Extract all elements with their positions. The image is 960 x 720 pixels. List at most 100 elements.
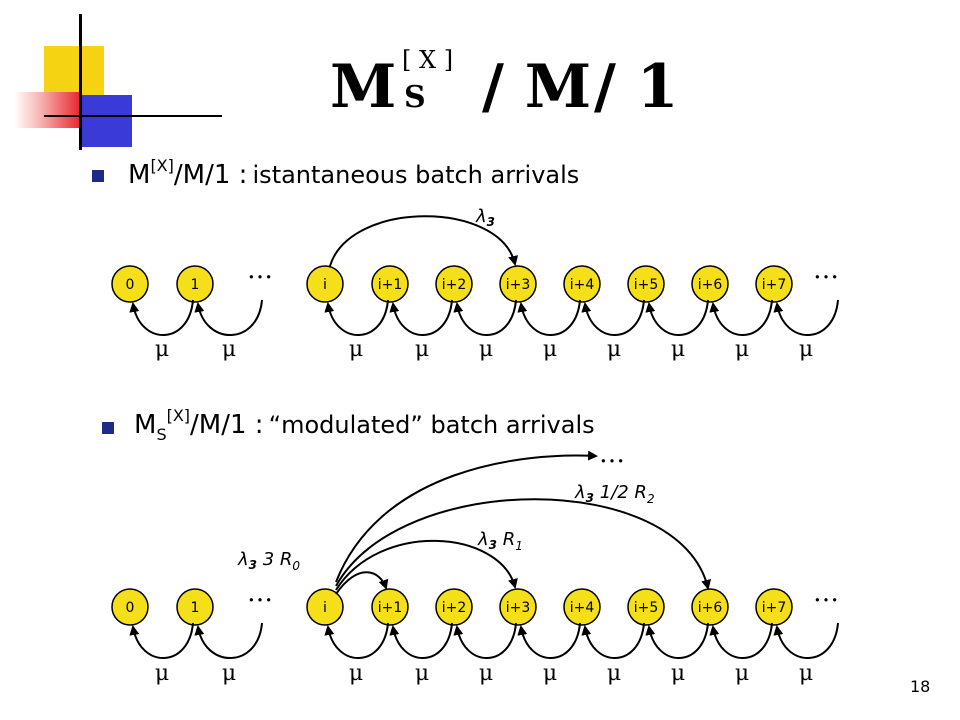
arrival-rate-label-r2: λ3 1/2 R2 [574, 482, 655, 506]
modulated-arrival-arrow [335, 571, 389, 595]
service-rate-mu: μ [671, 661, 685, 686]
state-circle [499, 588, 537, 626]
page-number: 18 [910, 677, 931, 696]
state-label: i+6 [698, 600, 723, 616]
state-circle [627, 588, 665, 626]
heading-section-1: M[X]/M/1 : istantaneous batch arrivals [128, 156, 579, 190]
title-superscript: [ X ] [402, 46, 454, 74]
state-label: 0 [126, 277, 135, 293]
state-circle [111, 265, 149, 303]
state-label: i+5 [634, 277, 659, 293]
title-rest-2: / 1 [594, 52, 679, 122]
state-label: i+3 [506, 277, 531, 293]
service-arrow [709, 299, 773, 336]
modulated-arrival-arrow [335, 498, 711, 590]
model-main: M [128, 160, 151, 190]
state-label: i+4 [570, 277, 595, 293]
service-arrow [773, 299, 839, 336]
arrival-rate-label-r0: λ3 3 R0 [237, 549, 300, 573]
state-circle [435, 588, 473, 626]
state-label: 0 [126, 600, 135, 616]
service-arrow [194, 622, 263, 659]
service-arrow [645, 299, 709, 336]
decor-red-gradient-bar [14, 92, 82, 128]
service-rate-mu: μ [543, 337, 557, 362]
service-rate-mu: μ [349, 337, 363, 362]
modulated-arrival-arrow [335, 539, 518, 591]
state-circle [691, 265, 729, 303]
state-circle [306, 265, 344, 303]
service-rate-mu: μ [415, 661, 429, 686]
service-arrow [517, 299, 581, 336]
state-label: 1 [191, 600, 200, 616]
decor-vertical-line [79, 14, 82, 150]
ellipsis: … [813, 578, 839, 608]
ellipsis: … [599, 439, 625, 469]
state-label: i+7 [762, 600, 787, 616]
state-circle [755, 588, 793, 626]
state-circle [755, 265, 793, 303]
service-rate-mu: μ [799, 337, 813, 362]
state-label: i+2 [442, 277, 467, 293]
state-circle [371, 265, 409, 303]
model-superscript: [X] [166, 406, 191, 425]
model-rest: /M/1 : [190, 410, 264, 440]
service-arrow [645, 622, 709, 659]
heading-section-2: MS[X]/M/1 : “modulated” batch arrivals [134, 406, 595, 444]
state-circle [627, 265, 665, 303]
state-label: i [323, 600, 327, 616]
service-rate-mu: μ [349, 661, 363, 686]
model-superscript: [X] [150, 156, 174, 175]
state-circle [371, 588, 409, 626]
state-circle [111, 588, 149, 626]
state-label: i+3 [506, 600, 531, 616]
state-circle [176, 265, 214, 303]
service-arrow [129, 622, 194, 659]
service-rate-mu: μ [479, 337, 493, 362]
model-rest: /M/1 : [173, 160, 248, 190]
service-rate-mu: μ [735, 337, 749, 362]
state-circle [306, 588, 344, 626]
bullet-1 [92, 170, 104, 182]
service-rate-mu: μ [222, 661, 236, 686]
state-label: i+6 [698, 277, 723, 293]
service-rate-mu: μ [415, 337, 429, 362]
service-arrow [773, 622, 839, 659]
service-arrow [324, 299, 389, 336]
title-rest-1: / M [482, 52, 592, 122]
service-rate-mu: μ [671, 337, 685, 362]
bullet-2 [102, 422, 114, 434]
arrival-rate-label-r1: λ3 R1 [477, 529, 523, 553]
ellipsis: … [247, 255, 273, 285]
state-label: i+7 [762, 277, 787, 293]
service-rate-mu: μ [222, 337, 236, 362]
state-circle [435, 265, 473, 303]
ellipsis: … [813, 255, 839, 285]
decor-blue-square [80, 95, 132, 147]
service-rate-mu: μ [799, 661, 813, 686]
state-circle [563, 265, 601, 303]
state-label: i+4 [570, 600, 595, 616]
batch-arrival-arrow [329, 215, 519, 267]
state-label: i+5 [634, 600, 659, 616]
model-main: M [134, 410, 157, 440]
description: “modulated” batch arrivals [268, 411, 595, 439]
service-arrow [389, 299, 453, 336]
service-arrow [581, 622, 645, 659]
service-rate-mu: μ [735, 661, 749, 686]
service-arrow [129, 299, 194, 336]
state-label: 1 [191, 277, 200, 293]
state-circle [499, 265, 537, 303]
service-rate-mu: μ [155, 337, 169, 362]
state-label: i+1 [378, 600, 403, 616]
service-rate-mu: μ [607, 337, 621, 362]
model-subscript: S [156, 425, 167, 444]
service-rate-mu: μ [543, 661, 557, 686]
state-circle [176, 588, 214, 626]
state-label: i+2 [442, 600, 467, 616]
service-arrow [453, 299, 517, 336]
state-circle [563, 588, 601, 626]
service-rate-mu: μ [479, 661, 493, 686]
